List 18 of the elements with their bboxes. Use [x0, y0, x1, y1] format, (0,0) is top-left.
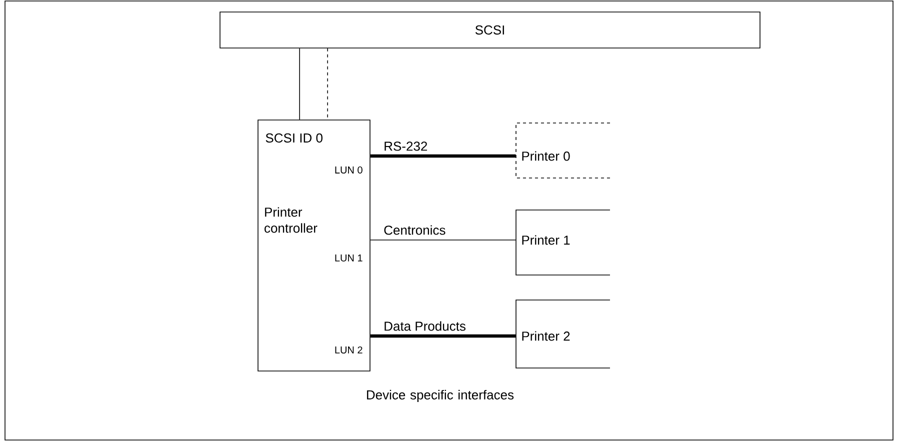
controller-label: Printer controller	[264, 207, 318, 233]
controller-heading: SCSI ID 0	[266, 133, 322, 143]
controller-box	[258, 120, 370, 372]
edge-label: Data Products	[384, 321, 466, 331]
bus-box: SCSI	[220, 12, 760, 48]
printer-box: Printer 0	[516, 122, 610, 178]
edge-label: RS-232	[384, 142, 428, 151]
printer-box: Printer 2	[516, 300, 610, 368]
caption-text: Device specific interfaces	[367, 390, 514, 402]
printer-box: Printer 1	[516, 210, 610, 276]
edge-label: Centronics	[384, 225, 446, 235]
connector-line	[299, 48, 300, 120]
port-label: LUN 2	[335, 346, 362, 354]
port-label: LUN 0	[335, 166, 362, 174]
port-label: LUN 1	[335, 254, 362, 262]
interface-line	[370, 334, 516, 338]
connector-line	[327, 48, 328, 120]
interface-line	[370, 154, 516, 158]
